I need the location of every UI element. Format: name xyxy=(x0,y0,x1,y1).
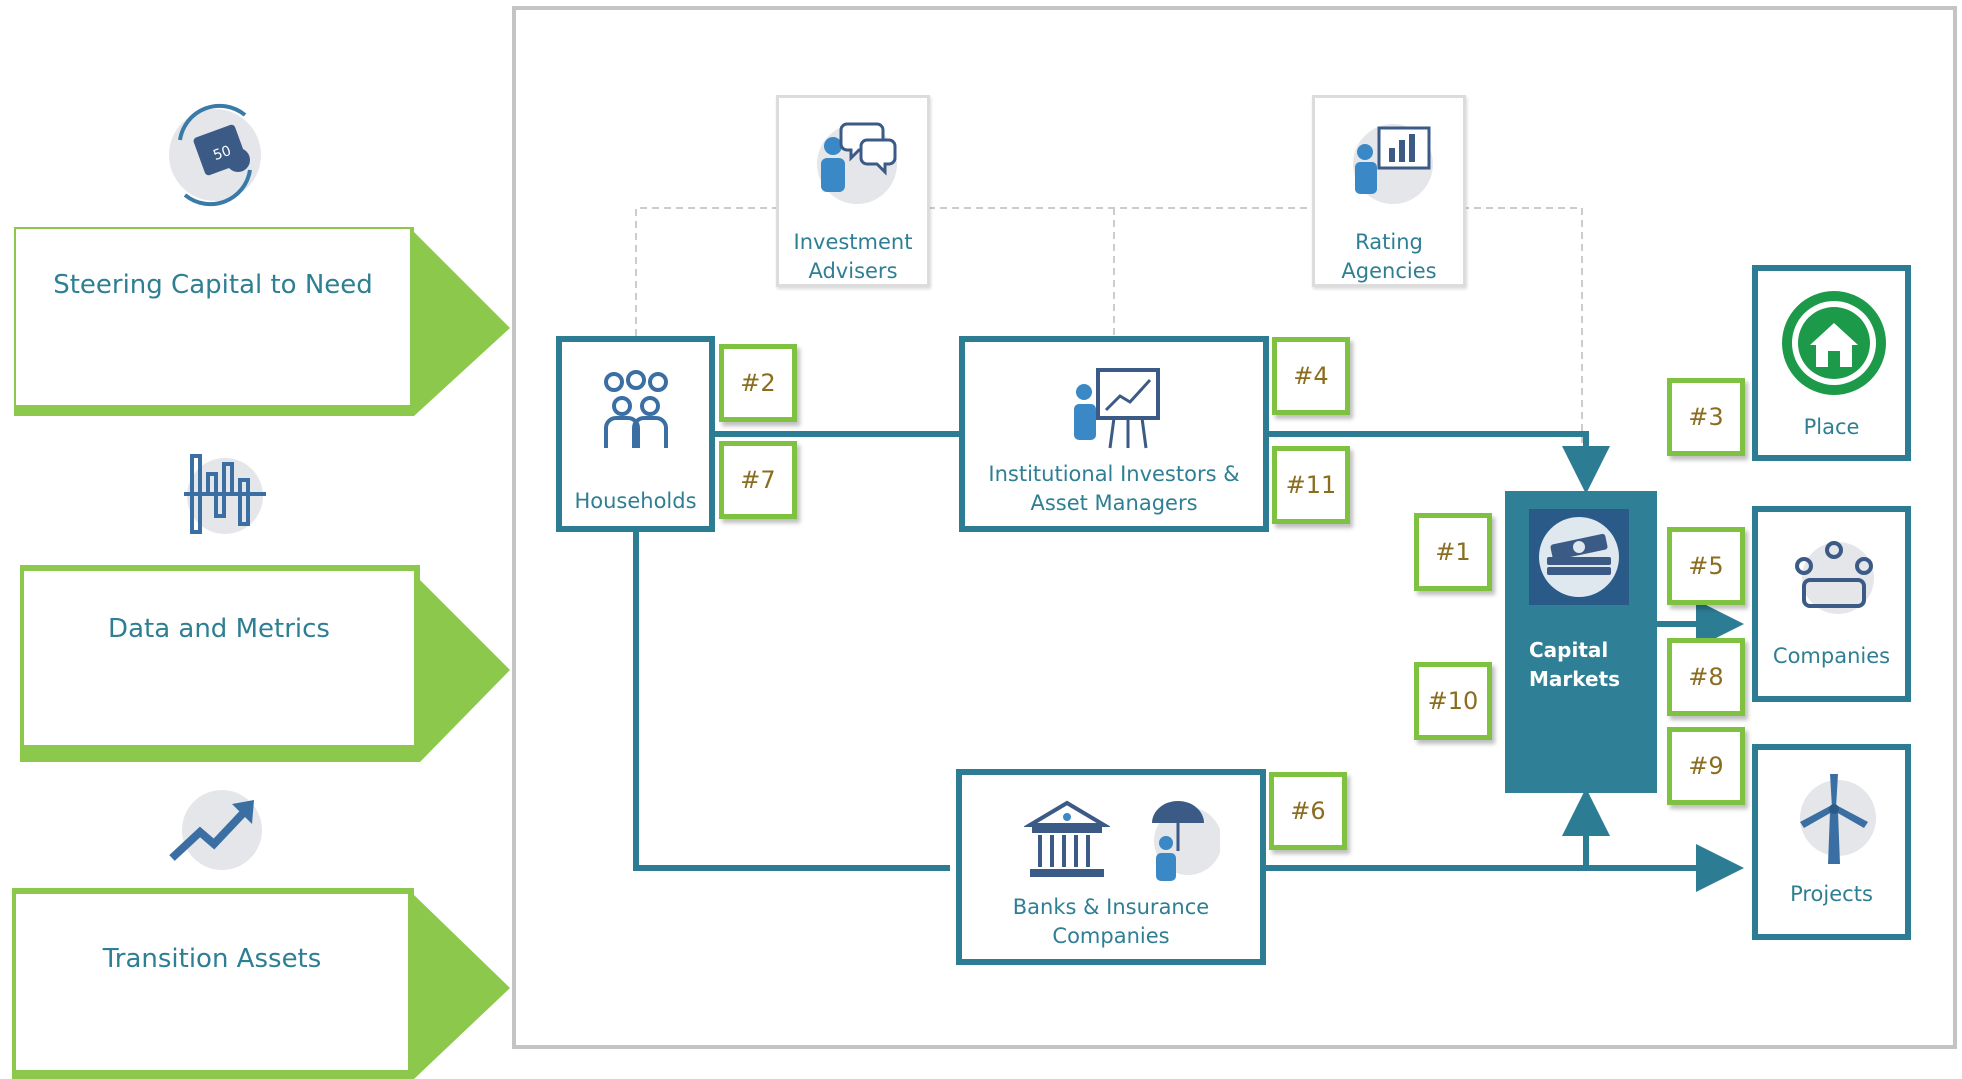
tag-8: #8 xyxy=(1667,638,1745,716)
institutional-investors-label: Institutional Investors & Asset Managers xyxy=(988,462,1240,515)
tag-6: #6 xyxy=(1269,772,1347,850)
tag-9: #9 xyxy=(1667,727,1745,805)
money-stack-icon xyxy=(1529,509,1629,605)
capital-markets-label: Capital Markets xyxy=(1529,638,1621,691)
trend-arrow-icon xyxy=(162,788,272,878)
flow-lines xyxy=(633,431,1744,892)
presenter-chart-icon xyxy=(1343,112,1439,208)
data-metrics-label: Data and Metrics xyxy=(108,614,330,644)
tag-3: #3 xyxy=(1667,378,1745,456)
banks-insurance-label: Banks & Insurance Companies xyxy=(1012,895,1210,948)
banks-insurance-node[interactable]: Banks & Insurance Companies xyxy=(956,769,1266,965)
investor-presentation-icon xyxy=(1070,362,1164,458)
steering-pill xyxy=(14,227,510,416)
advisor-speech-icon xyxy=(807,112,903,208)
umbrella-person-icon xyxy=(1140,791,1222,887)
companies-node[interactable]: Companies xyxy=(1752,506,1911,702)
rating-agencies-box[interactable]: Rating Agencies xyxy=(1312,95,1466,287)
companies-label: Companies xyxy=(1772,644,1891,668)
bar-metrics-icon xyxy=(170,444,280,544)
people-group-icon xyxy=(592,366,680,454)
wind-turbine-icon xyxy=(1788,768,1880,868)
tag-4: #4 xyxy=(1272,337,1350,415)
meeting-table-icon xyxy=(1786,536,1882,622)
transition-pill xyxy=(12,888,510,1079)
currency-exchange-icon: 50 xyxy=(150,100,285,210)
data-metrics-pill xyxy=(20,565,510,762)
tag-7: #7 xyxy=(719,441,797,519)
place-node[interactable]: Place xyxy=(1752,265,1911,461)
investment-advisers-box[interactable]: Investment Advisers xyxy=(776,95,930,287)
households-node[interactable]: Households xyxy=(556,336,715,532)
capital-markets-node[interactable]: Capital Markets xyxy=(1505,491,1657,793)
projects-label: Projects xyxy=(1790,882,1873,906)
svg-text:50: 50 xyxy=(211,143,233,164)
households-label: Households xyxy=(574,489,697,513)
institutional-investors-node[interactable]: Institutional Investors & Asset Managers xyxy=(959,336,1269,532)
transition-assets-label: Transition Assets xyxy=(102,944,322,974)
rating-agencies-label: Rating Agencies xyxy=(1341,230,1437,283)
bank-building-icon xyxy=(1022,795,1112,887)
tag-5: #5 xyxy=(1667,527,1745,605)
tag-1: #1 xyxy=(1414,513,1492,591)
tag-11: #11 xyxy=(1272,446,1350,524)
advisory-dashed-lines xyxy=(635,207,1583,460)
investment-advisers-label: Investment Advisers xyxy=(793,230,913,283)
place-label: Place xyxy=(1803,415,1860,439)
tag-2: #2 xyxy=(719,344,797,422)
steering-capital-label: Steering Capital to Need xyxy=(53,270,373,300)
projects-node[interactable]: Projects xyxy=(1752,744,1911,940)
diagram-frame xyxy=(512,6,1957,1049)
tag-10: #10 xyxy=(1414,662,1492,740)
house-icon xyxy=(1780,289,1888,397)
